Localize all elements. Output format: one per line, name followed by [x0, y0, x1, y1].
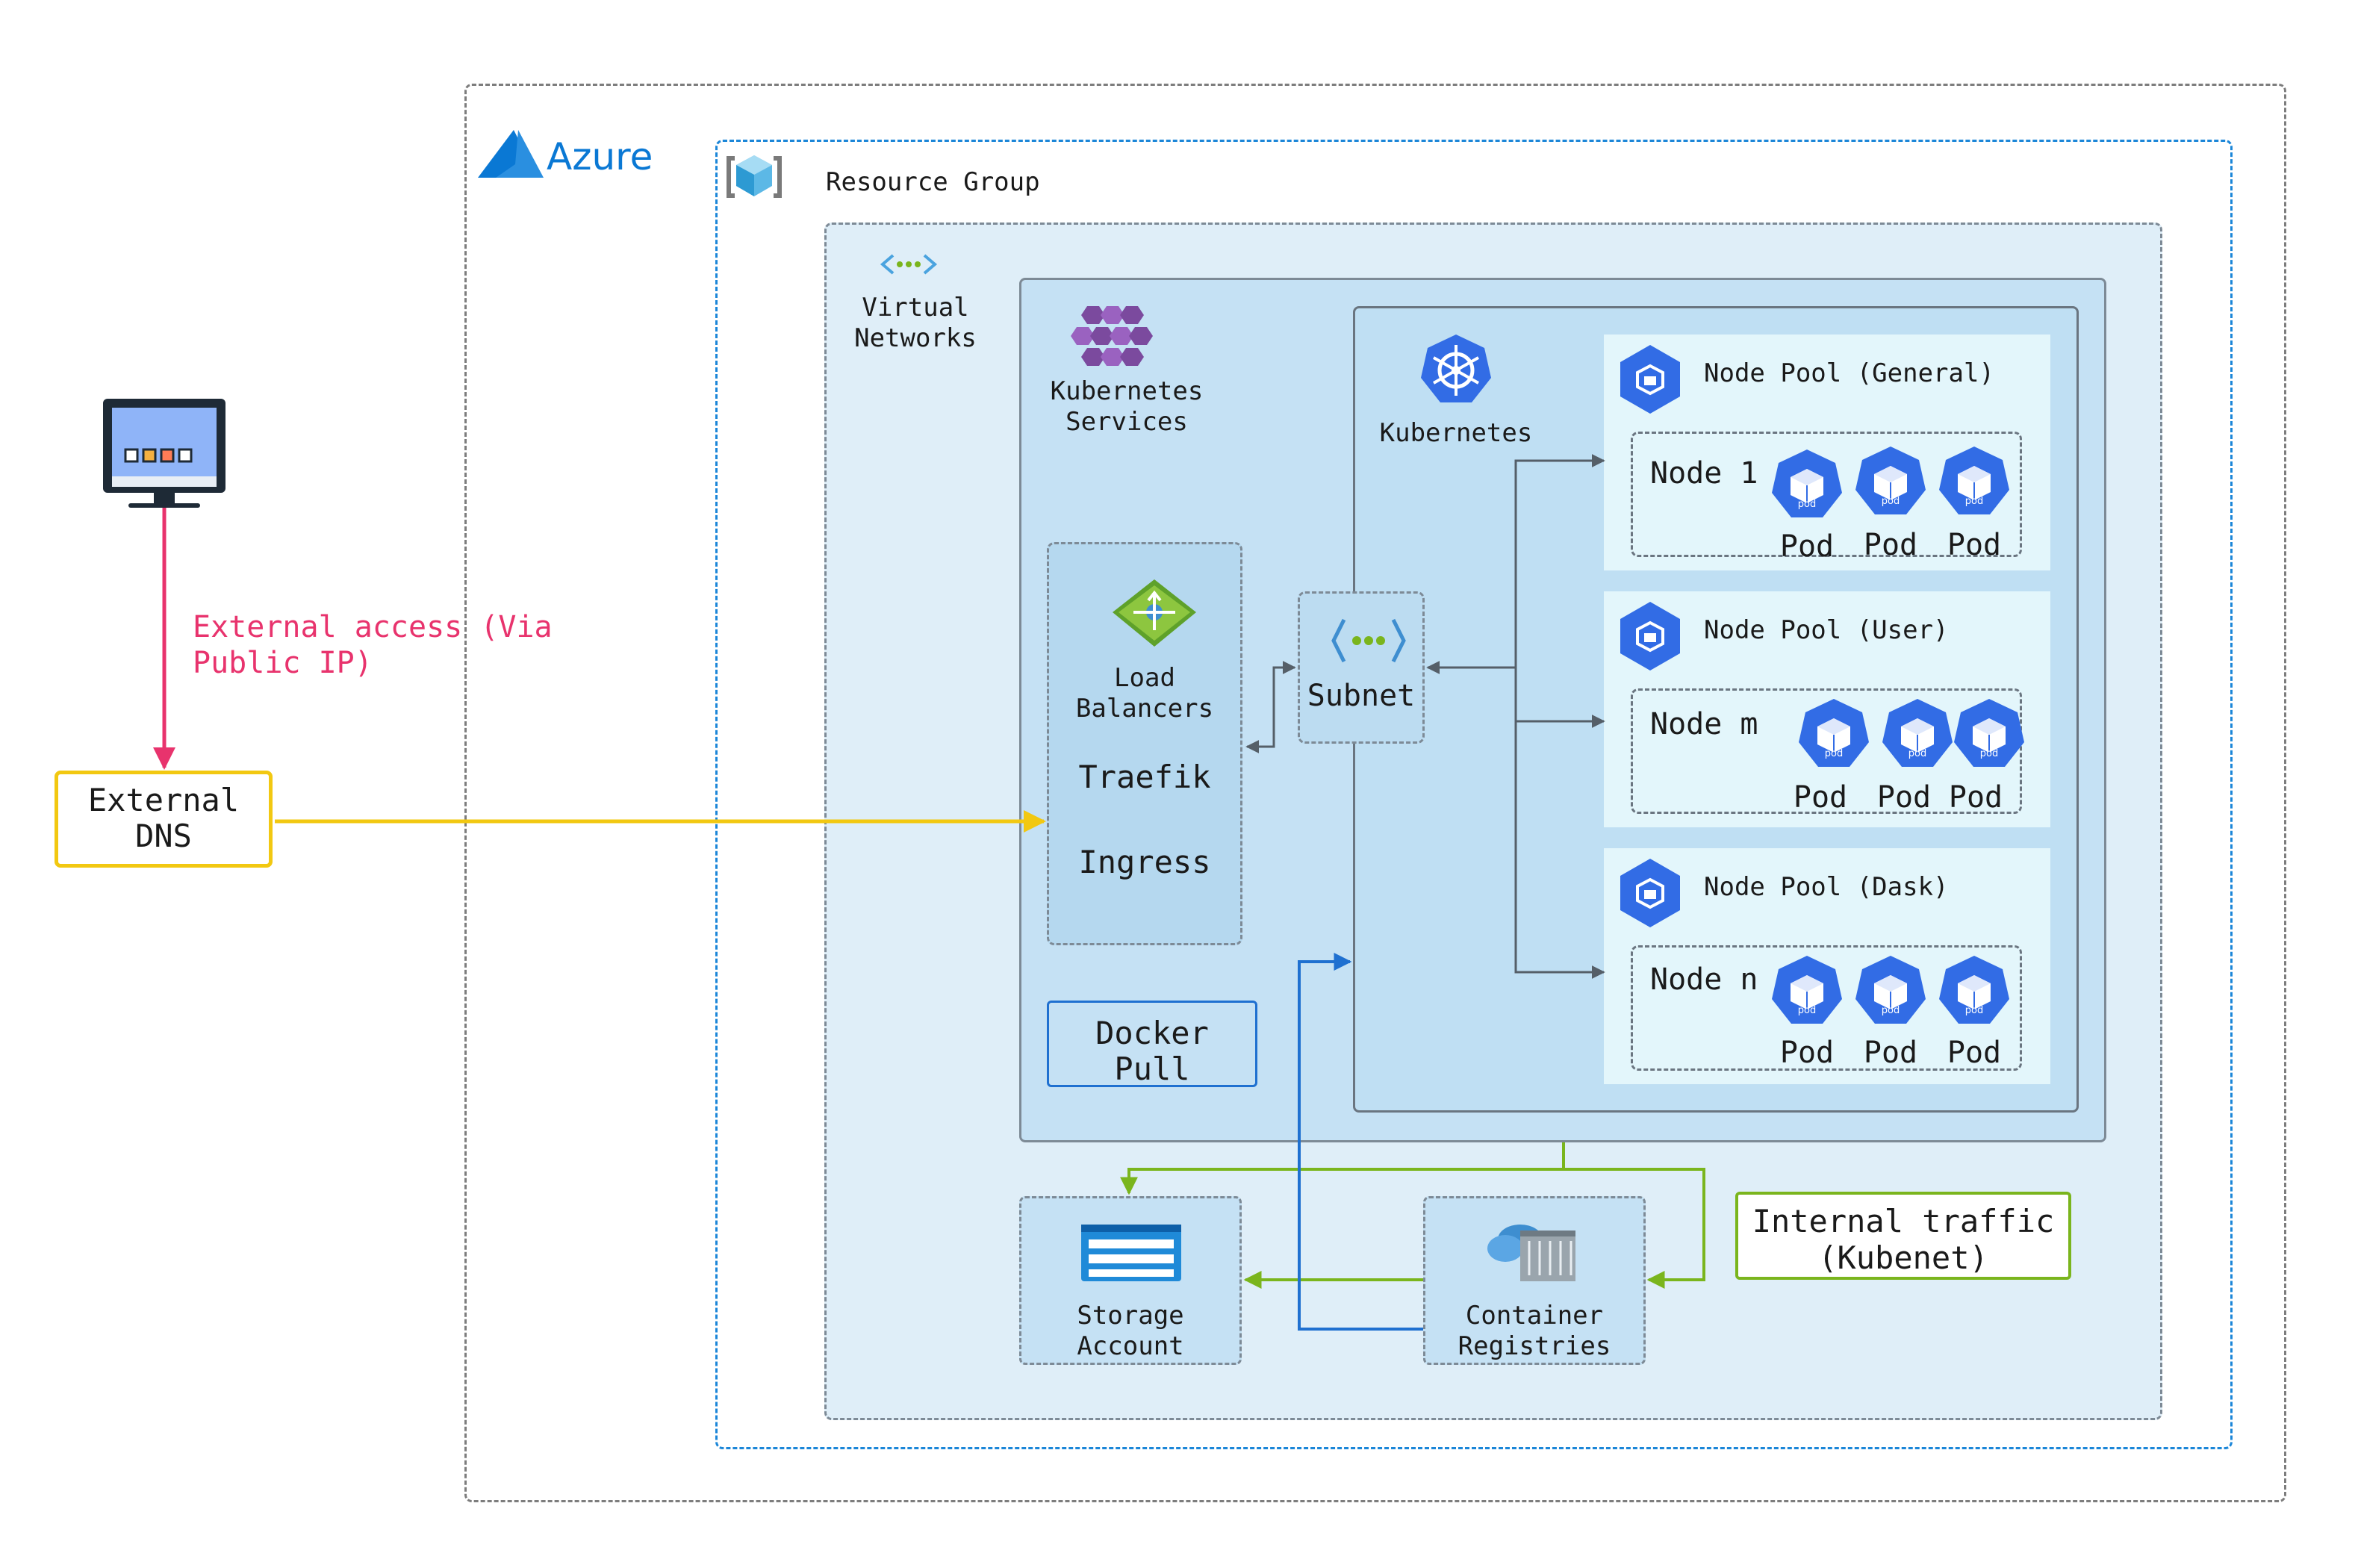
docker-pull-arrow: [1298, 953, 1423, 1331]
k8s-to-storage-arrow: [1120, 1142, 1565, 1195]
pod-label: Pod: [1947, 528, 2002, 562]
pod-label: Pod: [1793, 780, 1848, 815]
resource-group-icon: [727, 155, 782, 198]
pod-icon-caption: pod: [1881, 496, 1900, 507]
azure-boundary: [464, 84, 2286, 1502]
subnet-to-user-arrow: [1514, 668, 1605, 728]
pod-label: Pod: [1948, 780, 2003, 815]
resource-group-boundary: [715, 140, 2233, 1449]
node-pool-user-title: Node Pool (User): [1704, 615, 1949, 645]
pod-icon-caption: pod: [1797, 1005, 1817, 1016]
pod-icon-caption: pod: [1964, 1005, 1984, 1016]
internal-traffic-legend: [1735, 1192, 2071, 1280]
pod-icon-caption: pod: [1824, 748, 1844, 759]
kubernetes-icon: [1421, 335, 1491, 402]
node-n-box: [1631, 945, 2022, 1071]
storage-account-icon: [1081, 1225, 1181, 1281]
node-pool-dask-title: Node Pool (Dask): [1704, 872, 1949, 902]
pod-icon-caption: pod: [1797, 499, 1817, 510]
subnet-icon: [1331, 618, 1406, 663]
pod-icon-caption: pod: [1908, 748, 1927, 759]
node-pool-user-icon: [1619, 600, 1682, 672]
virtual-network-icon: [880, 254, 938, 275]
pod-label: Pod: [1947, 1036, 2002, 1070]
docker-pull-label: Docker Pull: [1095, 1015, 1209, 1087]
external-dns-box: [55, 771, 273, 868]
pod-icon-caption: pod: [1979, 748, 1999, 759]
subnet-to-general-arrow: [1514, 454, 1605, 478]
pod-label: Pod: [1779, 529, 1835, 564]
node-m-box: [1631, 688, 2022, 814]
external-access-label: External access (Via Public IP): [193, 610, 553, 680]
external-dns-label: External DNS: [87, 782, 240, 854]
node-1-box: [1631, 432, 2022, 557]
k8s-to-registries-arrow: [1564, 1168, 1705, 1289]
pod-label: Pod: [1863, 1036, 1918, 1070]
subnet-to-dask-arrow: [1514, 948, 1605, 979]
pod-label: Pod: [1876, 780, 1932, 815]
load-balancers-label: Load Balancers: [1075, 663, 1214, 724]
container-registries-label: Container Registries: [1458, 1301, 1611, 1361]
node-pool-dask-icon: [1619, 857, 1682, 929]
kubernetes-services-label: Kubernetes Services: [1050, 376, 1204, 437]
subnet-box: [1298, 591, 1425, 744]
container-registry-icon: [1487, 1225, 1575, 1281]
pod-label: Pod: [1863, 528, 1918, 562]
azure-logo-icon: [478, 130, 544, 178]
ingress-label: Ingress: [1078, 844, 1211, 880]
lb-subnet-link: [1245, 661, 1296, 753]
computer-icon: [103, 399, 225, 508]
node-pool-general-icon: [1619, 343, 1682, 415]
pod-icon-caption: pod: [1881, 1005, 1900, 1016]
resource-group-label: Resource Group: [826, 167, 1040, 197]
storage-account-label: Storage Account: [1077, 1301, 1184, 1361]
subnet-label: Subnet: [1307, 679, 1416, 713]
node-m-label: Node m: [1650, 707, 1758, 741]
traefik-label: Traefik: [1078, 759, 1211, 795]
kubernetes-services-icon: [1071, 306, 1153, 366]
node-n-label: Node n: [1650, 962, 1758, 997]
internal-traffic-label: Internal traffic (Kubenet): [1752, 1203, 2055, 1276]
kubernetes-label: Kubernetes: [1379, 418, 1533, 448]
node-1-label: Node 1: [1650, 456, 1758, 491]
docker-pull-box: [1047, 1001, 1257, 1087]
node-pool-general-title: Node Pool (General): [1704, 358, 1994, 388]
virtual-networks-label: Virtual Networks: [854, 293, 977, 353]
load-balancer-icon: [1113, 579, 1196, 647]
azure-label: Azure: [547, 135, 653, 178]
pod-label: Pod: [1779, 1036, 1835, 1070]
pod-icon-caption: pod: [1964, 496, 1984, 507]
